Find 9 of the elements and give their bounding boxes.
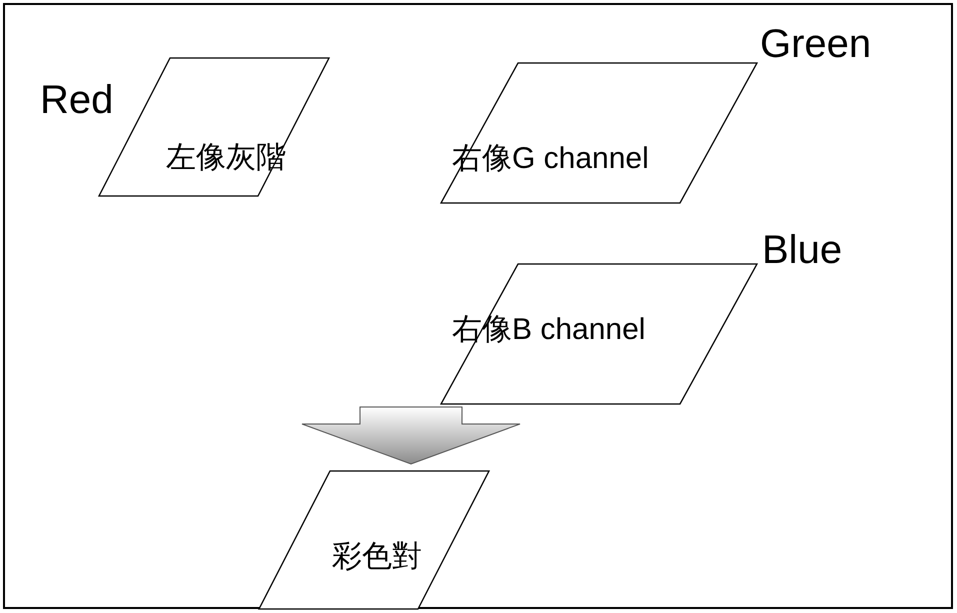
- node-label: 彩色對: [332, 540, 422, 574]
- parallelogram-box: [440, 62, 758, 204]
- channel-label: Blue: [762, 228, 842, 272]
- block-arrow: [302, 406, 520, 465]
- channel-label: Red: [40, 78, 114, 122]
- node-label: 右像B channel: [452, 313, 646, 347]
- parallelogram-box: [440, 263, 758, 405]
- parallelogram-box: [258, 470, 490, 610]
- channel-label: Green: [760, 22, 872, 66]
